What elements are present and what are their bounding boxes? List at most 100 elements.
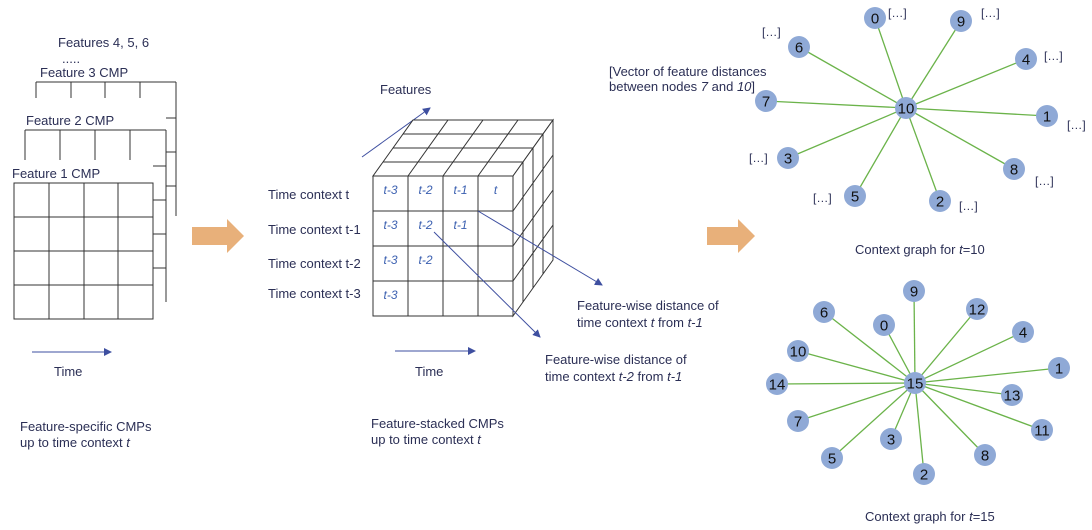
- cube-cell-r0-c0: t-3: [383, 183, 397, 197]
- graph2-node-circle-10: [787, 340, 809, 362]
- graph2-node-14: 14: [766, 373, 788, 395]
- graph2-edge-2: [914, 382, 925, 475]
- panel2-time-label: Time: [415, 364, 443, 379]
- graph1-center-label: 10: [898, 101, 915, 118]
- features-axis-label: Features: [380, 82, 432, 97]
- graph1-edge-9: [905, 20, 962, 109]
- graph2-node-12: 12: [966, 298, 988, 320]
- graph1-vector-bracket-6: […]: [762, 25, 781, 39]
- graph2-center-node: 15: [904, 372, 926, 394]
- graph1-node-circle-5: [844, 185, 866, 207]
- stack-ellipsis: .....: [62, 51, 80, 66]
- edge-vector-annotation-line1: [Vector of feature distances: [609, 64, 767, 79]
- distance2-line1: Feature-wise distance of: [545, 352, 687, 367]
- graph1-node-circle-4: [1015, 48, 1037, 70]
- graph1-edge-4: [905, 58, 1027, 109]
- graph1-node-circle-3: [777, 147, 799, 169]
- graph2-node-label-12: 12: [969, 302, 986, 319]
- graph2-node-9: 9: [903, 280, 925, 302]
- graph2-node-label-9: 9: [910, 284, 918, 301]
- graph2-edge-7: [797, 382, 916, 422]
- graph2-edge-6: [823, 311, 916, 384]
- time-axis-label: Time: [54, 364, 82, 379]
- graph2-edge-10: [797, 350, 916, 384]
- graph2-node-label-8: 8: [981, 448, 989, 465]
- graph2-node-2: 2: [913, 463, 935, 485]
- graph2-node-label-11: 11: [1034, 423, 1050, 440]
- graph1-edge-8: [905, 107, 1015, 170]
- graph1-vector-bracket-5: […]: [813, 191, 832, 205]
- graph1-caption: Context graph for t=10: [855, 242, 985, 257]
- graph1-node-3: 3: [777, 147, 799, 169]
- features-4-5-6-label: Features 4, 5, 6: [58, 35, 149, 50]
- graph1-node-7: 7: [755, 90, 777, 112]
- graph1-center-node: 10: [895, 97, 917, 119]
- graph2-edge-14: [776, 382, 916, 385]
- graph1-node-circle-8: [1003, 158, 1025, 180]
- panel2-caption-line1: Feature-stacked CMPs: [371, 416, 504, 431]
- graph2-node-circle-0: [873, 314, 895, 336]
- graph1-node-label-9: 9: [957, 14, 965, 31]
- graph2-node-label-4: 4: [1019, 325, 1027, 342]
- graph2-node-label-13: 13: [1004, 388, 1021, 405]
- graph1-node-label-1: 1: [1043, 109, 1051, 126]
- graph2-node-8: 8: [974, 444, 996, 466]
- cube-wireframe: [372, 118, 554, 318]
- graph1-node-label-4: 4: [1022, 52, 1030, 69]
- feature3-cmp-label: Feature 3 CMP: [40, 65, 128, 80]
- cube-cell-r2-c1: t-2: [418, 253, 432, 267]
- graph1-node-9: 9: [950, 10, 972, 32]
- graph2-node-circle-1: [1048, 357, 1070, 379]
- graph2-node-3: 3: [880, 428, 902, 450]
- graph1-node-circle-0: [864, 7, 886, 29]
- feature3-cmp-grid: [35, 81, 177, 216]
- graph1-edge-1: [905, 107, 1048, 117]
- cube-cell-r1-c1: t-2: [418, 218, 432, 232]
- feature-cmp-stack: Features 4, 5, 6 ..... Feature 3 CMP: [12, 35, 177, 450]
- graph2-center-label: 15: [907, 376, 924, 393]
- graph2-node-4: 4: [1012, 321, 1034, 343]
- graph1-node-2: 2: [929, 190, 951, 212]
- cube-cell-r0-c1: t-2: [418, 183, 432, 197]
- cube-cell-r1-c2: t-1: [453, 218, 467, 232]
- graph2-node-circle-3: [880, 428, 902, 450]
- graph2-node-11: 11: [1031, 419, 1053, 441]
- features-axis-arrow: [361, 107, 431, 158]
- graph2-node-label-7: 7: [794, 414, 802, 431]
- graph2-edge-8: [914, 382, 986, 456]
- graph2-node-0: 0: [873, 314, 895, 336]
- graph2-node-circle-11: [1031, 419, 1053, 441]
- graph1-node-5: 5: [844, 185, 866, 207]
- graph1-vector-bracket-4: […]: [1044, 49, 1063, 63]
- graph1-vector-bracket-2: […]: [959, 199, 978, 213]
- graph1-node-4: 4: [1015, 48, 1037, 70]
- graph1-node-label-6: 6: [795, 40, 803, 57]
- distance1-line1: Feature-wise distance of: [577, 298, 719, 313]
- distance-arrow-2: [433, 231, 541, 338]
- row-label-t: Time context t: [268, 187, 350, 202]
- distance2-line2: time context t-2 from t-1: [545, 369, 682, 384]
- graph1-edge-6: [798, 46, 907, 109]
- graph2-node-circle-2: [913, 463, 935, 485]
- graph1-node-label-2: 2: [936, 194, 944, 211]
- flow-arrow-1: [192, 219, 244, 253]
- graph1-vector-bracket-3: […]: [749, 151, 768, 165]
- graph2-node-circle-12: [966, 298, 988, 320]
- graph1-node-circle-9: [950, 10, 972, 32]
- graph2-node-circle-9: [903, 280, 925, 302]
- graph1-node-1: 1: [1036, 105, 1058, 127]
- graph1-node-8: 8: [1003, 158, 1025, 180]
- panel1-caption-line2: up to time context t: [20, 435, 131, 450]
- cube-cell-r3-c0: t-3: [383, 288, 397, 302]
- graph2-edge-12: [914, 308, 978, 384]
- graph1-node-label-8: 8: [1010, 162, 1018, 179]
- row-label-t-2: Time context t-2: [268, 256, 361, 271]
- graph1-node-label-3: 3: [784, 151, 792, 168]
- feature1-cmp-grid: [13, 182, 154, 320]
- feature2-cmp-grid: [24, 129, 167, 302]
- graph2-edge-4: [914, 331, 1024, 384]
- graph2-caption: Context graph for t=15: [865, 509, 995, 524]
- graph2-node-circle-7: [787, 410, 809, 432]
